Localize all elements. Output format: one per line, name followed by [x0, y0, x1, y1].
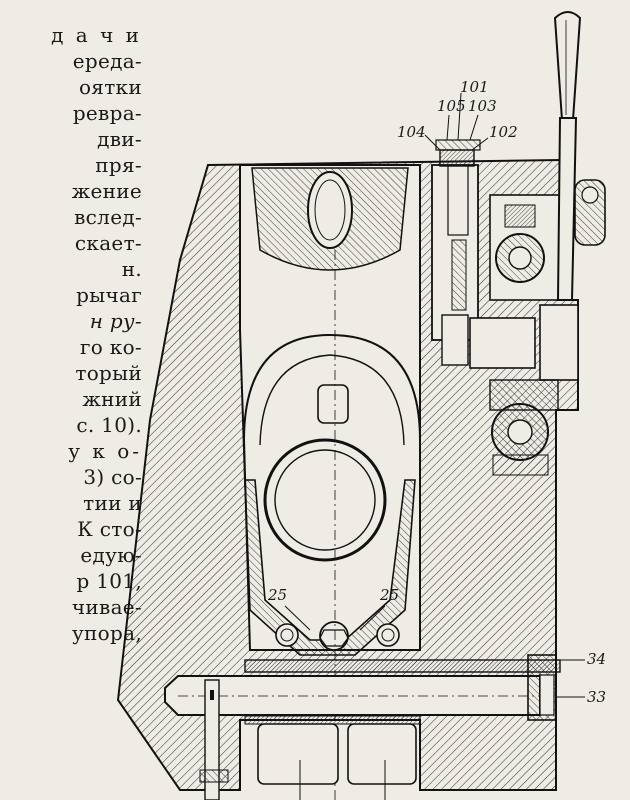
text-line: го ко-: [80, 335, 142, 359]
callout-104: 104: [397, 123, 426, 141]
text-line: жение: [71, 179, 142, 203]
callout-25-right: 25: [379, 586, 399, 604]
text-line: скает-: [74, 231, 142, 255]
right-mechanism: [431, 139, 579, 476]
callout-103: 103: [468, 97, 497, 115]
text-line: н ру-: [89, 309, 142, 333]
text-line: тии и: [83, 491, 142, 515]
body-text-column: д а ч и ереда- оятки ревра- дви- пря- же…: [0, 22, 142, 646]
text-line: ревра-: [72, 101, 142, 125]
callout-33: 33: [587, 688, 606, 706]
text-line: вслед-: [74, 205, 142, 229]
leader-lines: [284, 92, 585, 698]
lever-handle: [553, 11, 606, 301]
callout-102: 102: [489, 123, 518, 141]
text-line: оятки: [78, 75, 142, 99]
text-line: торый: [75, 361, 142, 385]
text-line: едую-: [80, 543, 142, 567]
callout-25-left: 25: [267, 586, 287, 604]
text-line: 3) со-: [83, 465, 142, 489]
callout-105: 105: [437, 97, 466, 115]
central-cavity: [239, 164, 421, 800]
text-line: рычаг: [76, 283, 142, 307]
text-line: К сто-: [77, 517, 142, 541]
text-line: ереда-: [72, 49, 142, 73]
text-line: жний: [82, 387, 142, 411]
text-line: у к о-: [68, 439, 142, 463]
callout-101: 101: [460, 78, 489, 96]
text-line: дви-: [97, 127, 142, 151]
text-line: пря-: [95, 153, 142, 177]
text-line: д а ч и: [51, 23, 142, 47]
callout-34: 34: [587, 650, 606, 668]
text-line: с. 10).: [76, 413, 142, 437]
bottom-shaft: [164, 654, 561, 800]
text-line: н.: [121, 257, 142, 281]
